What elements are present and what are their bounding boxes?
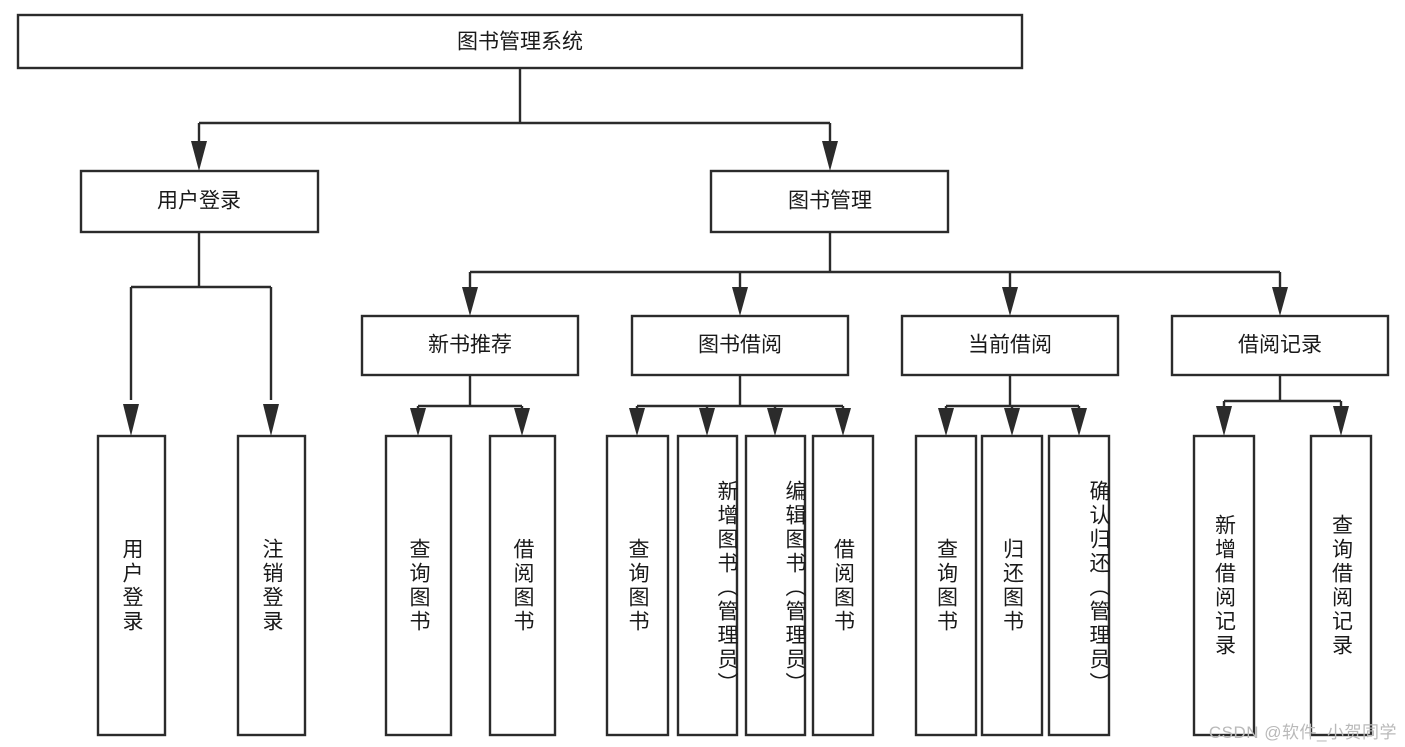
node-borrow-record-label: 借阅记录 — [1238, 334, 1322, 357]
node-current-borrow-label: 当前借阅 — [968, 334, 1052, 357]
connector-group-current-borrow-to-leaves — [938, 375, 1087, 436]
connector-group-book-borrow-to-leaves — [629, 375, 851, 436]
leaf-box-current-borrow-0[interactable] — [914, 434, 978, 737]
connector-group-borrow-record-to-leaves — [1216, 375, 1349, 436]
leaf-box-new-book-1[interactable] — [488, 434, 557, 737]
node-book-borrow-label: 图书借阅 — [698, 334, 782, 357]
csdn-watermark: CSDN @软件_小贺同学 — [1208, 723, 1397, 742]
node-book-manage[interactable]: 图书管理 — [709, 169, 950, 234]
connector-group-book-manage-to-level3 — [462, 232, 1288, 316]
leaf-box-current-borrow-1[interactable] — [980, 434, 1044, 737]
node-user-login-label: 用户登录 — [157, 190, 241, 213]
leaf-box-borrow-record-1[interactable] — [1309, 434, 1373, 737]
leaf-box-current-borrow-2[interactable] — [1047, 434, 1111, 737]
node-borrow-record[interactable]: 借阅记录 — [1170, 314, 1390, 377]
leaf-box-book-borrow-2[interactable] — [744, 434, 807, 737]
leaf-box-book-borrow-0[interactable] — [605, 434, 670, 737]
node-book-manage-label: 图书管理 — [788, 190, 872, 213]
node-current-borrow[interactable]: 当前借阅 — [900, 314, 1120, 377]
leaf-box-book-borrow-1[interactable] — [676, 434, 739, 737]
connector-group-root-to-level2 — [191, 68, 838, 171]
leaf-box-book-borrow-3[interactable] — [811, 434, 875, 737]
leaf-box-borrow-record-0[interactable] — [1192, 434, 1256, 737]
node-user-login[interactable]: 用户登录 — [79, 169, 320, 234]
leaf-box-user-login-1[interactable] — [236, 434, 307, 737]
leaf-box-new-book-0[interactable] — [384, 434, 453, 737]
node-book-borrow[interactable]: 图书借阅 — [630, 314, 850, 377]
node-root-label: 图书管理系统 — [457, 31, 583, 54]
node-root[interactable]: 图书管理系统 — [16, 13, 1024, 70]
node-new-book-recommend[interactable]: 新书推荐 — [360, 314, 580, 377]
connector-group-new-book-to-leaves — [410, 375, 530, 436]
leaf-box-user-login-0[interactable] — [96, 434, 167, 737]
connector-group-user-login-to-leaves — [123, 232, 279, 436]
node-new-book-recommend-label: 新书推荐 — [428, 334, 512, 357]
